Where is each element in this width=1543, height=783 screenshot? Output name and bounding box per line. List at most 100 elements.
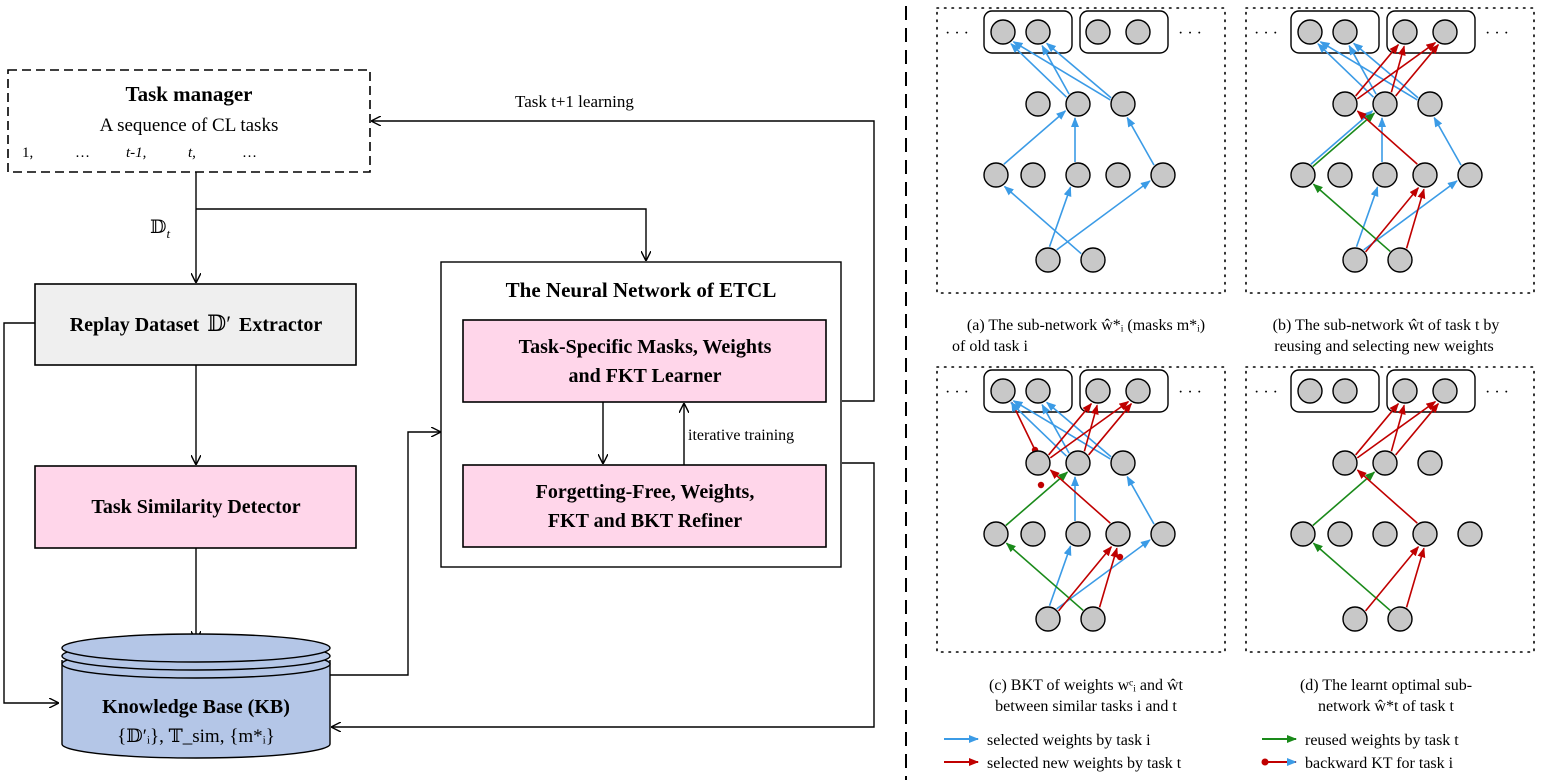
- panel-b-node-L2-3: [1412, 162, 1438, 188]
- panel-c-node-L0-2: [1085, 378, 1111, 404]
- panel-b-edge-11: [1312, 112, 1376, 168]
- panel-d-edge-3: [1395, 402, 1439, 456]
- panel-c-edge-0: [1010, 402, 1068, 457]
- task-manager-box: [7, 69, 371, 173]
- panel-a-edge-6: [1126, 116, 1155, 166]
- kb-contents: {𝔻′ᵢ}, 𝕋_sim, {m*ᵢ}: [117, 726, 275, 747]
- legend-blue-label: selected weights by task i: [987, 732, 1151, 749]
- panel-b-edge-16: [1364, 186, 1420, 253]
- panel-d-node-L2-1: [1327, 521, 1353, 547]
- caption-a-2: of old task i: [952, 338, 1029, 355]
- panel-d-node-L2-0: [1290, 521, 1316, 547]
- task-seq-1: 1,: [22, 145, 33, 161]
- panel-d-node-L0-3: [1432, 378, 1458, 404]
- panel-a-edge-3: [1045, 42, 1112, 99]
- panel-d-edge-2: [1390, 404, 1406, 452]
- kb-to-network-arrow: [330, 432, 440, 676]
- panel-a-ellipsis-right: · · ·: [1178, 25, 1202, 42]
- panel-b-edge-15: [1312, 183, 1391, 253]
- panel-b-edge-4: [1355, 43, 1399, 97]
- panel-a-node-L2-2: [1065, 162, 1091, 188]
- panel-c-node-L1-2: [1110, 450, 1136, 476]
- task-seq-dots: …: [75, 145, 90, 161]
- panel-b-edge-6: [1390, 45, 1406, 93]
- caption-b-2: reusing and selecting new weights: [1274, 338, 1494, 355]
- panel-a-node-L1-2: [1110, 91, 1136, 117]
- panel-a-node-L1-0: [1025, 91, 1051, 117]
- panel-c-node-L2-0: [983, 521, 1009, 547]
- panel-d-node-L0-2: [1392, 378, 1418, 404]
- panel-c-edge-13: [1048, 545, 1072, 607]
- panel-b-edge-0: [1317, 43, 1375, 98]
- panel-d-edge-8: [1405, 547, 1426, 608]
- panel-c-edge-8: [1011, 401, 1036, 451]
- knowledge-base-cylinder: [61, 633, 331, 759]
- task-manager-subtitle: A sequence of CL tasks: [100, 115, 279, 136]
- panel-c-bkt-dot-a: [1037, 481, 1045, 489]
- panel-c-node-L1-0: [1025, 450, 1051, 476]
- caption-c-2: between similar tasks i and t: [995, 698, 1177, 715]
- panel-b-node-L2-4: [1457, 162, 1483, 188]
- panel-d-ellipsis-left: · · ·: [1254, 384, 1278, 401]
- learner-label-1: Task-Specific Masks, Weights: [519, 336, 772, 358]
- legend-bkt-dot: [1261, 758, 1269, 766]
- panel-c-node-L3-0: [1035, 606, 1061, 632]
- refiner-label-2: FKT and BKT Refiner: [548, 510, 742, 532]
- panel-b-node-L0-3: [1432, 19, 1458, 45]
- panel-d-edge-5: [1356, 469, 1418, 524]
- panel-a-node-L3-0: [1035, 247, 1061, 273]
- panel-d-node-L0-0: [1297, 378, 1323, 404]
- panel-a-node-L1-1: [1065, 91, 1091, 117]
- panel-d-node-L1-2: [1417, 450, 1443, 476]
- caption-a-1: (a) The sub-network ŵ*ᵢ (masks m*ᵢ): [967, 317, 1205, 334]
- panel-c-node-L0-1: [1025, 378, 1051, 404]
- panel-a-edge-8: [1003, 185, 1082, 255]
- panel-c-edge-14: [1056, 539, 1151, 610]
- panel-a-node-L3-1: [1080, 247, 1106, 273]
- panel-c-node-L2-1: [1020, 521, 1046, 547]
- panel-d-node-L0-1: [1332, 378, 1358, 404]
- panel-b-edge-12: [1356, 110, 1418, 165]
- panel-c-bkt-dot-b: [1116, 553, 1124, 561]
- panel-a-edge-2: [1012, 41, 1111, 101]
- learner-box: [462, 319, 827, 403]
- panel-b-edge-8: [1310, 110, 1374, 165]
- panel-c-edge-11: [1005, 471, 1069, 527]
- panel-d-node-L3-1: [1387, 606, 1413, 632]
- panel-c-node-L1-1: [1065, 450, 1091, 476]
- panel-c-edge-17: [1098, 547, 1119, 608]
- panel-d-node-L2-4: [1457, 521, 1483, 547]
- kb-title: Knowledge Base (KB): [102, 696, 290, 718]
- panel-c-ellipsis-left: · · ·: [945, 384, 969, 401]
- feedback-arrow: [372, 121, 875, 402]
- panel-b-edge-14: [1363, 180, 1458, 251]
- panel-c-ellipsis-right: · · ·: [1178, 384, 1202, 401]
- panel-a-node-L2-4: [1150, 162, 1176, 188]
- panel-b-node-L0-0: [1297, 19, 1323, 45]
- panel-d-ellipsis-right: · · ·: [1485, 384, 1509, 401]
- panel-b-node-L3-1: [1387, 247, 1413, 273]
- panel-a-node-L0-0: [990, 19, 1016, 45]
- panel-a-edge-1: [1041, 44, 1070, 95]
- panel-a-edge-0: [1010, 43, 1068, 98]
- panel-d-edge-1: [1356, 400, 1437, 459]
- legend-green-label: reused weights by task t: [1305, 732, 1459, 749]
- panel-a-node-L2-1: [1020, 162, 1046, 188]
- dt-label: 𝔻t: [150, 217, 170, 241]
- panel-c-node-L2-2: [1065, 521, 1091, 547]
- iterative-training-label: iterative training: [688, 427, 794, 444]
- panel-b-edge-13: [1355, 186, 1379, 248]
- panel-b-node-L0-2: [1392, 19, 1418, 45]
- legend: selected weights by task i selected new …: [944, 732, 1459, 772]
- panel-c-edge-12: [1049, 469, 1111, 524]
- panel-c-edge-5: [1049, 400, 1130, 459]
- panel-c-frame: [936, 366, 1226, 653]
- panel-b-node-L1-1: [1372, 91, 1398, 117]
- panel-d-node-L3-0: [1342, 606, 1368, 632]
- panel-b-node-L1-2: [1417, 91, 1443, 117]
- panel-c-node-L0-0: [990, 378, 1016, 404]
- panel-c-edge-6: [1083, 404, 1099, 452]
- panel-c-edge-4: [1048, 402, 1092, 456]
